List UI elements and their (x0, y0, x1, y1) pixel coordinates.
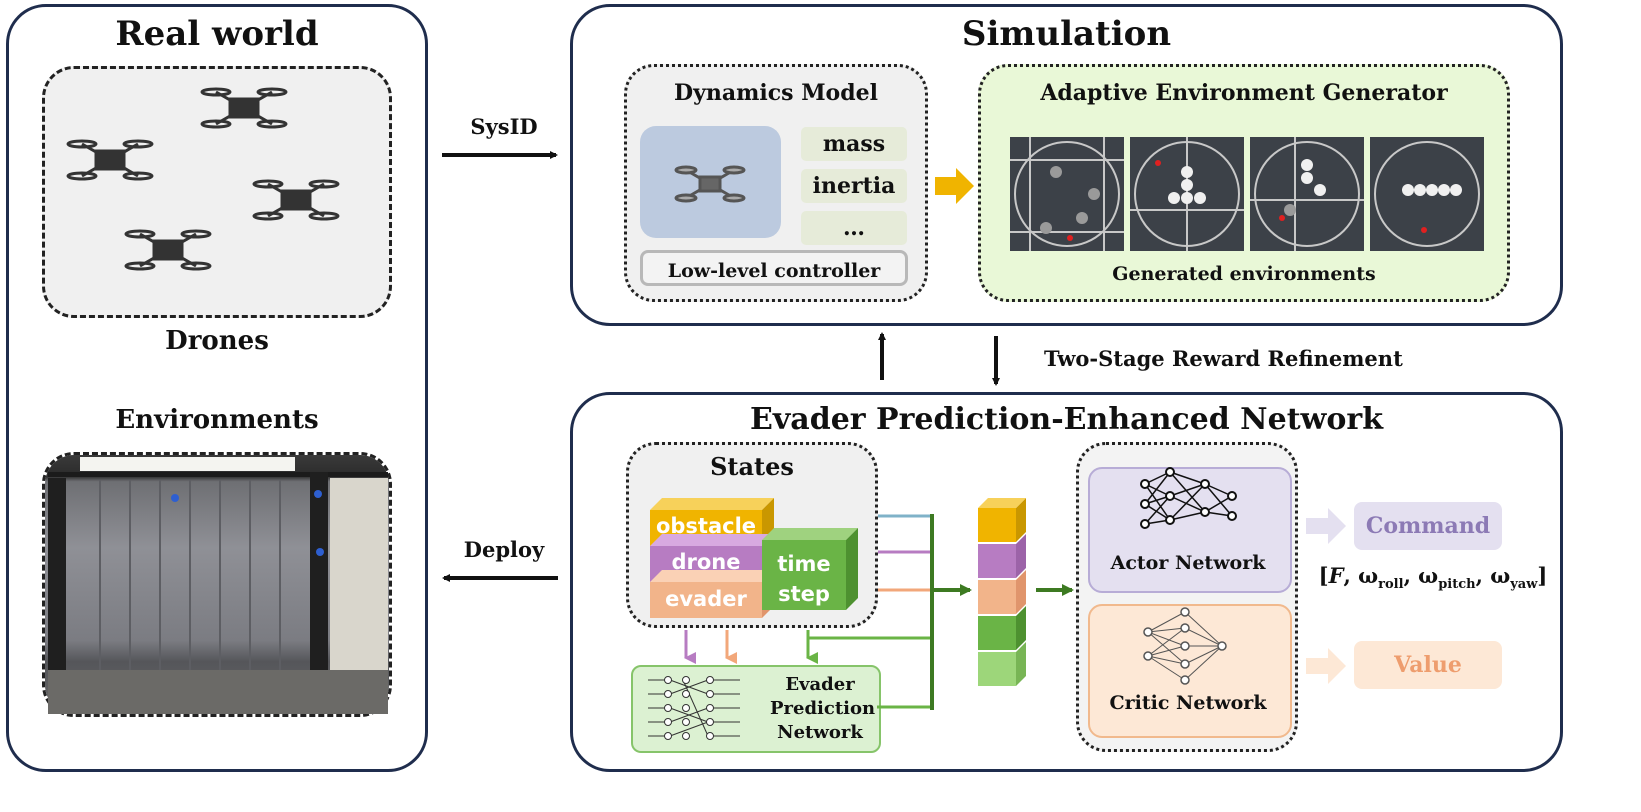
env-tile-4 (1370, 137, 1484, 251)
real-world-title: Real world (115, 14, 319, 54)
evader-net-graph (648, 676, 740, 740)
environments-label: Environments (115, 405, 319, 435)
drone-model-icon (674, 165, 746, 203)
feature-vector (978, 498, 1026, 686)
param-more: … (801, 211, 907, 245)
evader-prediction-network-label-3: Network (777, 722, 863, 743)
state-time-label: time (777, 552, 831, 576)
states-title: States (710, 452, 794, 481)
actor-network-box (1088, 467, 1292, 593)
drone-sketches (66, 87, 340, 271)
state-step-label: step (778, 582, 830, 606)
generated-environments-caption: Generated environments (1112, 263, 1376, 285)
state-connectors (684, 514, 1074, 710)
state-evader-label: evader (665, 587, 747, 611)
deploy-label: Deploy (463, 537, 545, 562)
state-cubes (650, 498, 858, 618)
param-inertia: inertia (801, 169, 907, 203)
actor-net-graph (1140, 467, 1237, 529)
env-tile-1 (1010, 137, 1124, 251)
drones-image-frame (42, 66, 392, 318)
sim-flow-arrow (935, 168, 974, 204)
param-mass: mass (801, 127, 907, 161)
command-formula: [F, ωroll, ωpitch, ωyaw] (1318, 563, 1548, 593)
critic-net-graph (1143, 607, 1227, 685)
value-arrow (1306, 648, 1346, 684)
environment-generator-title: Adaptive Environment Generator (1040, 80, 1448, 106)
reward-refinement-label: Two-Stage Reward Refinement (1044, 346, 1403, 371)
state-obstacle-label: obstacle (655, 514, 757, 538)
command-output: Command (1354, 502, 1502, 550)
env-tile-2 (1130, 137, 1244, 251)
evader-prediction-network-label-1: Evader (785, 674, 855, 695)
dynamics-model-title: Dynamics Model (674, 80, 878, 106)
value-output: Value (1354, 641, 1502, 689)
network-title: Evader Prediction-Enhanced Network (750, 402, 1383, 437)
evader-prediction-network-label-2: Prediction (770, 698, 876, 719)
actor-network-label: Actor Network (1110, 552, 1266, 574)
sysid-label: SysID (470, 114, 538, 139)
command-arrow (1306, 508, 1346, 544)
state-drone-label: drone (671, 550, 741, 574)
low-level-controller: Low-level controller (640, 250, 908, 286)
critic-network-box (1088, 604, 1292, 738)
drones-label: Drones (165, 326, 269, 356)
env-tile-3 (1250, 137, 1364, 251)
room-details (48, 457, 388, 714)
simulation-title: Simulation (961, 14, 1172, 54)
critic-network-label: Critic Network (1109, 692, 1267, 714)
